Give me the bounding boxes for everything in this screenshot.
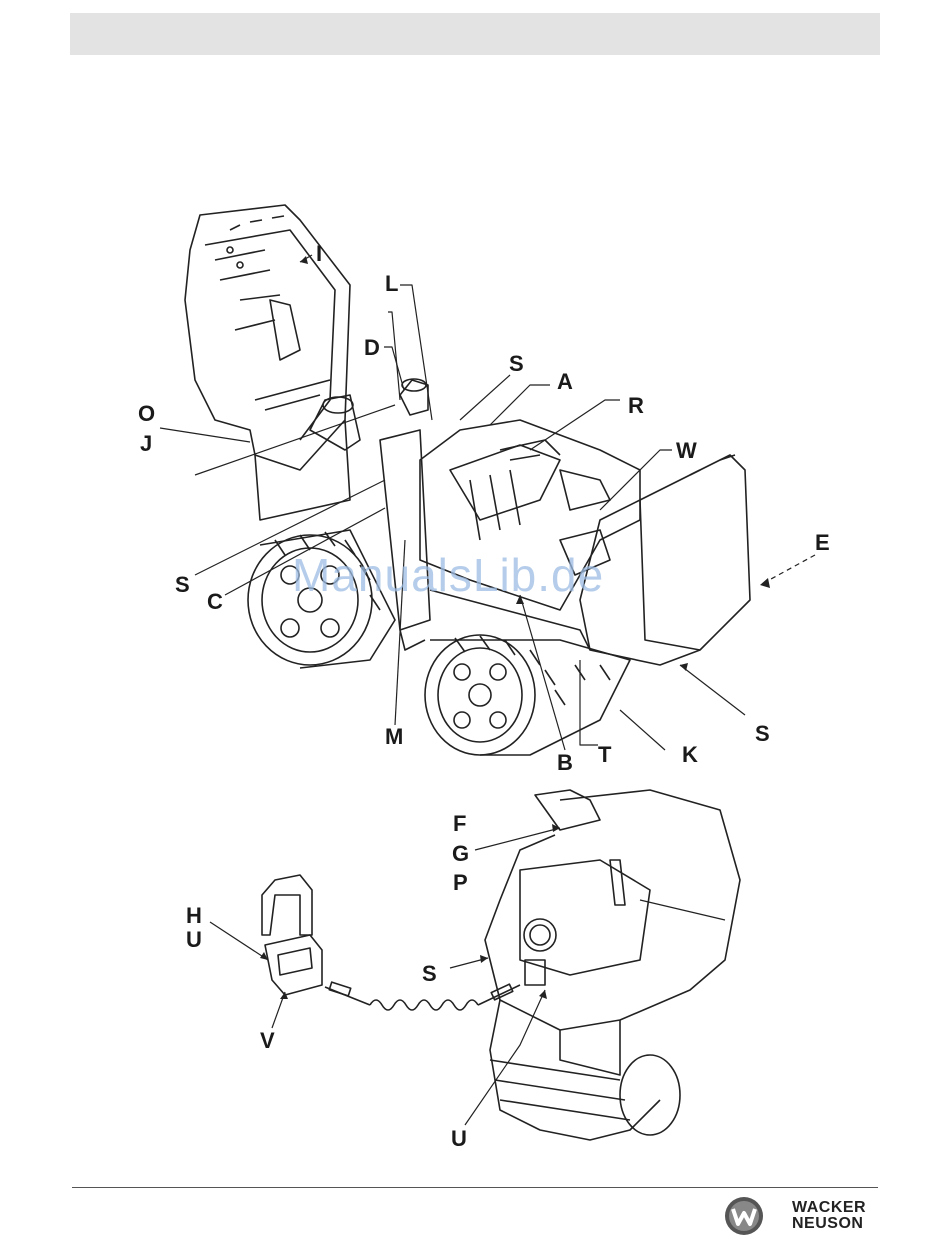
callout-s-right: S	[755, 723, 770, 745]
engine-compartment-drawing	[420, 420, 640, 650]
callout-u-bottom: U	[451, 1128, 467, 1150]
callout-u-top: U	[186, 929, 202, 951]
callout-t: T	[598, 744, 611, 766]
callout-k: K	[682, 744, 698, 766]
callout-v: V	[260, 1030, 275, 1052]
wacker-neuson-w-logo-icon	[724, 1196, 764, 1236]
callout-e: E	[815, 532, 830, 554]
callout-b: B	[557, 752, 573, 774]
callout-h: H	[186, 905, 202, 927]
callout-i: I	[316, 243, 322, 265]
brand-wordmark: WACKER NEUSON	[792, 1200, 866, 1232]
callout-s-bottom: S	[422, 963, 437, 985]
callout-r: R	[628, 395, 644, 417]
rear-drum-drawing	[425, 635, 630, 755]
footer-rule	[72, 1187, 878, 1188]
operator-hood-drawing	[185, 205, 350, 520]
brand-line-1: WACKER	[792, 1200, 866, 1216]
remote-control-drawing	[262, 875, 322, 995]
callout-w: W	[676, 440, 697, 462]
callout-s-left: S	[175, 574, 190, 596]
callout-d: D	[364, 337, 380, 359]
coiled-cable-drawing	[325, 982, 520, 1010]
callout-f: F	[453, 813, 466, 835]
callout-s-top: S	[509, 353, 524, 375]
callout-o: O	[138, 403, 155, 425]
callout-c: C	[207, 591, 223, 613]
center-column-drawing	[310, 379, 430, 650]
callout-l: L	[385, 273, 398, 295]
callout-j: J	[140, 433, 152, 455]
callout-p: P	[453, 872, 468, 894]
lower-hood-drawing	[485, 790, 740, 1140]
watermark: ManualsLib.de	[292, 548, 604, 602]
brand-line-2: NEUSON	[792, 1216, 866, 1232]
rear-hood-drawing	[580, 455, 750, 665]
callout-g: G	[452, 843, 469, 865]
callout-a: A	[557, 371, 573, 393]
callout-m: M	[385, 726, 403, 748]
